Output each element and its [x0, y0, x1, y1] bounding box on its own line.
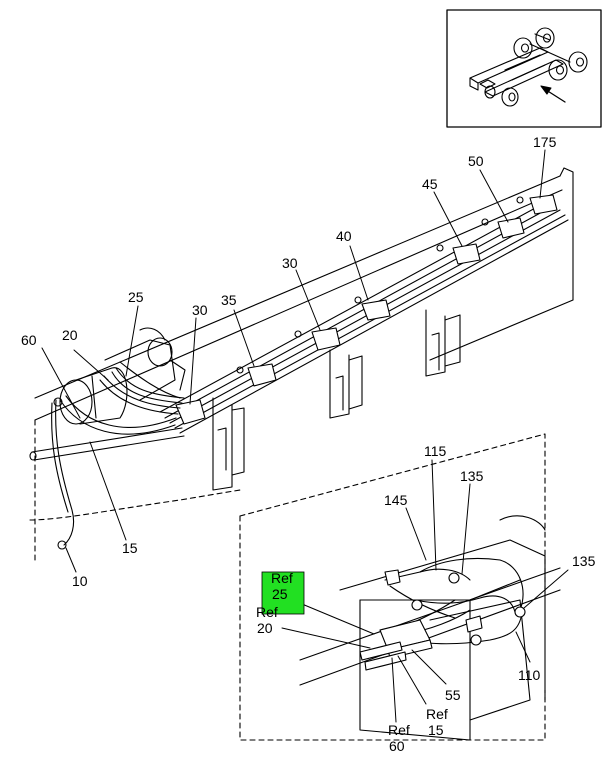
leader-lines	[41, 149, 569, 723]
callout-15: 15	[122, 540, 138, 556]
ref-20-number: 20	[257, 620, 273, 636]
callout-50: 50	[468, 153, 484, 169]
callout-115: 115	[424, 443, 447, 459]
callout-175: 175	[533, 134, 557, 150]
callout-110: 110	[518, 667, 541, 683]
ref-25-word: Ref	[271, 570, 293, 586]
ref-60-word: Ref	[388, 722, 410, 738]
ref-20-word: Ref	[256, 604, 278, 620]
callout-20: 20	[62, 327, 78, 343]
ref-15-word: Ref	[426, 706, 448, 722]
callout-25: 25	[128, 289, 144, 305]
ref-15-number: 15	[428, 722, 444, 738]
callout-60: 60	[21, 332, 37, 348]
callout-10: 10	[72, 573, 88, 589]
callout-55: 55	[445, 687, 461, 703]
detail-view	[239, 433, 561, 741]
callout-145: 145	[384, 492, 408, 508]
callout-135b: 135	[572, 553, 596, 569]
callout-30b: 30	[192, 302, 208, 318]
frame-rail-assembly	[29, 167, 574, 561]
callout-135a: 135	[460, 468, 484, 484]
ref-60-number: 60	[389, 738, 405, 754]
highlight-ref-25	[261, 571, 305, 615]
callout-40: 40	[336, 228, 352, 244]
callout-45: 45	[422, 176, 438, 192]
callout-35: 35	[221, 292, 237, 308]
callout-30a: 30	[282, 255, 298, 271]
locator-inset	[446, 9, 602, 128]
ref-25-number: 25	[272, 586, 288, 602]
callout-labels: 175 50 45 40 30 35 30 25 20 60 15 10 115…	[21, 134, 596, 754]
